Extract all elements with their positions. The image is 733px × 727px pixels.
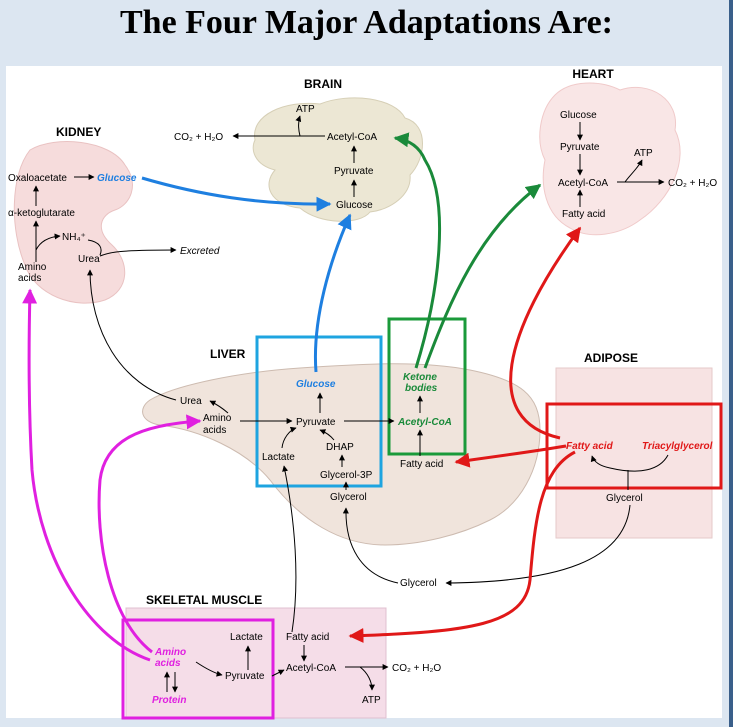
blood-glycerol: Glycerol	[400, 578, 437, 589]
kidney-arrow-excreted	[99, 247, 177, 257]
brain-label: BRAIN	[304, 77, 342, 91]
liver-amino: Amino	[203, 413, 232, 424]
arrow-ketone-brain	[393, 132, 442, 369]
muscle-atp: ATP	[362, 695, 381, 706]
arrow-liver-glucose-brain	[313, 213, 352, 373]
liver-acids: acids	[203, 425, 226, 436]
kidney-arrow-nh4	[35, 233, 61, 251]
brain-pyruvate: Pyruvate	[334, 166, 374, 177]
brain-acetyl-coa: Acetyl-CoA	[327, 132, 377, 143]
arrow-ketone-heart	[423, 183, 542, 369]
kidney-oxaloacetate: Oxaloacetate	[8, 173, 67, 184]
arrow-adipose-fa-liver	[454, 444, 567, 468]
slide-frame	[729, 0, 733, 727]
kidney-amino: Amino	[18, 262, 47, 273]
liver-label: LIVER	[210, 347, 246, 361]
arrow-blood-glycerol-liver	[342, 507, 399, 584]
liver-arrow-dhap-pyr	[319, 429, 335, 441]
muscle-fatty-acid: Fatty acid	[286, 632, 329, 643]
liver-ketone: Ketone	[403, 372, 437, 383]
muscle-arrow-pyr-acoa	[271, 669, 285, 677]
kidney-label: KIDNEY	[56, 125, 101, 139]
liver-glycerol: Glycerol	[330, 492, 367, 503]
liver-gluconeogenesis-box	[255, 335, 383, 488]
kidney-excreted: Excreted	[180, 246, 220, 257]
adipose-label: ADIPOSE	[584, 351, 638, 365]
heart-co2: CO₂ + H₂O	[668, 178, 717, 189]
kidney-nh4: NH₄⁺	[62, 232, 86, 243]
kidney-acids: acids	[18, 273, 41, 284]
brain-atp: ATP	[296, 104, 315, 115]
heart-arrow-atp	[624, 159, 643, 183]
slide-title: The Four Major Adaptations Are:	[119, 4, 614, 41]
muscle-protein: Protein	[152, 695, 186, 706]
heart-pyruvate: Pyruvate	[560, 142, 600, 153]
adipose-lipolysis-box	[545, 402, 723, 490]
liver-pyruvate: Pyruvate	[296, 417, 336, 428]
liver-fatty-acid: Fatty acid	[400, 459, 443, 470]
muscle-proteolysis-box	[121, 618, 275, 720]
liver-glycerol3p: Glycerol-3P	[320, 470, 373, 481]
muscle-arrow-aa-pyr	[195, 661, 223, 677]
adipose-fatty-acid: Fatty acid	[566, 441, 614, 452]
arrow-kidney-glucose-brain	[141, 176, 332, 212]
muscle-tissue	[125, 607, 387, 719]
muscle-pyruvate: Pyruvate	[225, 671, 265, 682]
brain-glucose: Glucose	[336, 200, 373, 211]
arrow-muscle-aa-kidney	[22, 288, 151, 662]
kidney-ketoglutarate: α-ketoglutarate	[8, 208, 75, 219]
liver-arrow-lactate-pyr	[281, 426, 297, 449]
liver-shape	[142, 363, 541, 546]
arrow-muscle-lactate-liver	[282, 465, 297, 633]
brain-co2: CO₂ + H₂O	[174, 132, 223, 143]
kidney-glucose: Glucose	[97, 173, 137, 184]
liver-urea: Urea	[180, 396, 202, 407]
heart-glucose: Glucose	[560, 110, 597, 121]
brain-arrow-atp	[295, 115, 302, 137]
adipose-tag: Triacylglycerol	[642, 441, 713, 452]
muscle-amino: Amino	[154, 647, 186, 658]
liver-acetyl-coa: Acetyl-CoA	[397, 417, 452, 428]
arrow-muscle-aa-liver	[97, 414, 202, 654]
muscle-acetyl-coa: Acetyl-CoA	[286, 663, 336, 674]
heart-fatty-acid: Fatty acid	[562, 209, 605, 220]
kidney-urea: Urea	[78, 254, 100, 265]
arrow-adipose-fa-muscle	[348, 450, 576, 644]
liver-dhap: DHAP	[326, 442, 354, 453]
heart-acetyl-coa: Acetyl-CoA	[558, 178, 608, 189]
liver-glucose: Glucose	[296, 379, 336, 390]
arrow-adipose-fa-heart	[509, 226, 582, 440]
adipose-arrow-tag-split	[590, 454, 669, 472]
kidney-shape	[13, 141, 133, 304]
liver-bodies: bodies	[405, 383, 438, 394]
liver-ketogenesis-box	[387, 317, 467, 456]
heart-shape	[539, 82, 681, 236]
arrow-adipose-glycerol-blood	[445, 504, 631, 586]
muscle-acids: acids	[155, 658, 181, 669]
adipose-glycerol: Glycerol	[606, 493, 643, 504]
muscle-label: SKELETAL MUSCLE	[146, 593, 262, 607]
liver-lactate: Lactate	[262, 452, 295, 463]
arrow-liver-urea-kidney	[87, 269, 177, 401]
muscle-arrow-atp	[359, 666, 375, 691]
muscle-lactate: Lactate	[230, 632, 263, 643]
kidney-arrow-nh4-urea	[87, 239, 102, 256]
muscle-co2: CO₂ + H₂O	[392, 663, 441, 674]
brain-shape	[252, 97, 423, 222]
adipose-tissue	[555, 367, 713, 539]
heart-atp: ATP	[634, 148, 653, 159]
liver-arrow-aa-urea	[209, 400, 229, 414]
heart-label: HEART	[572, 67, 614, 81]
